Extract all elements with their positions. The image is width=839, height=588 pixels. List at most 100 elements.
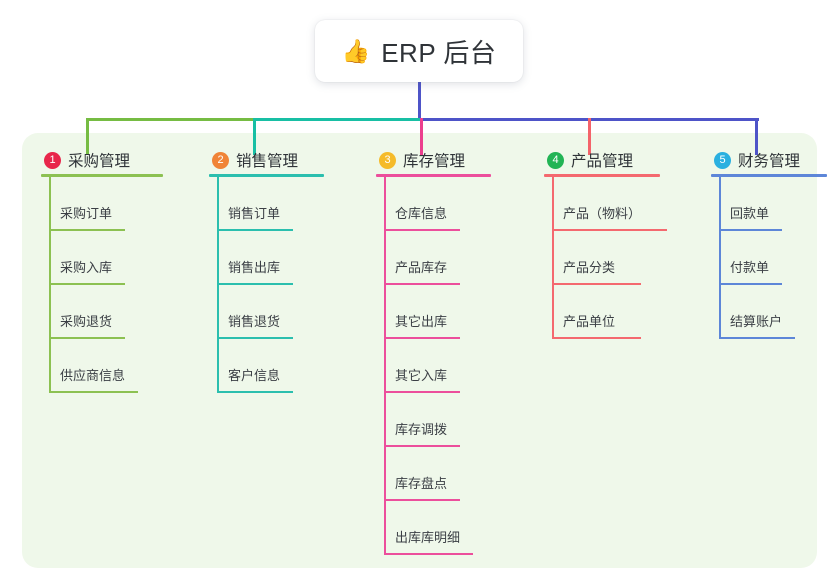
menu-item-rule <box>384 445 460 447</box>
category-header-rule <box>209 174 324 177</box>
menu-item[interactable]: 付款单 <box>698 231 800 285</box>
menu-item[interactable]: 结算账户 <box>698 285 800 339</box>
category-header-rule <box>41 174 163 177</box>
category-items-purchasing: 采购订单采购入库采购退货供应商信息 <box>28 177 138 393</box>
menu-item-rule <box>719 283 782 285</box>
menu-item-rule <box>49 229 125 231</box>
menu-item-label: 其它出库 <box>395 314 448 329</box>
category-header-rule <box>711 174 827 177</box>
menu-item-label: 供应商信息 <box>60 368 126 383</box>
menu-item-label: 销售订单 <box>228 206 281 221</box>
menu-item-label: 产品单位 <box>563 314 616 329</box>
menu-item-rule <box>49 337 125 339</box>
menu-item-label: 回款单 <box>730 206 770 221</box>
category-title: 财务管理 <box>738 153 801 170</box>
category-number-badge: 1 <box>44 151 61 169</box>
chart-background-panel <box>22 133 817 568</box>
menu-item[interactable]: 其它入库 <box>363 339 465 393</box>
menu-item-label: 付款单 <box>730 260 770 275</box>
menu-item-rule <box>217 391 293 393</box>
category-spine <box>49 177 51 393</box>
menu-item-label: 销售出库 <box>228 260 281 275</box>
menu-item-label: 库存盘点 <box>395 476 448 491</box>
connector-bar-segment-2 <box>253 118 423 121</box>
menu-item-rule <box>384 337 460 339</box>
menu-item-rule <box>552 229 667 231</box>
menu-item-label: 出库库明细 <box>395 530 461 545</box>
menu-item[interactable]: 回款单 <box>698 177 800 231</box>
menu-item-label: 结算账户 <box>730 314 783 329</box>
category-number-badge: 2 <box>212 151 229 169</box>
menu-item-label: 采购订单 <box>60 206 113 221</box>
menu-item-label: 采购入库 <box>60 260 113 275</box>
menu-item-rule <box>217 283 293 285</box>
category-title: 销售管理 <box>236 153 299 170</box>
menu-item[interactable]: 供应商信息 <box>28 339 138 393</box>
menu-item[interactable]: 其它出库 <box>363 285 465 339</box>
category-items-finance: 回款单付款单结算账户 <box>698 177 800 339</box>
category-items-product: 产品（物料） 产品分类产品单位 <box>531 177 667 339</box>
menu-item-rule <box>719 337 795 339</box>
category-number-badge: 4 <box>547 151 564 169</box>
connector-drop-5 <box>755 118 758 155</box>
menu-item[interactable]: 采购订单 <box>28 177 130 231</box>
menu-item-rule <box>719 229 782 231</box>
menu-item[interactable]: 采购入库 <box>28 231 130 285</box>
category-header-rule <box>376 174 491 177</box>
menu-item[interactable]: 产品单位 <box>531 285 641 339</box>
connector-drop-1 <box>86 118 89 155</box>
connector-bar-segment-1 <box>86 118 256 121</box>
menu-item[interactable]: 出库库明细 <box>363 501 473 555</box>
category-spine <box>719 177 721 339</box>
category-column-product: 4 产品管理产品（物料） 产品分类产品单位 <box>531 147 667 339</box>
menu-item[interactable]: 库存调拨 <box>363 393 465 447</box>
menu-item-label: 销售退货 <box>228 314 281 329</box>
menu-item-rule <box>552 337 641 339</box>
category-items-sales: 销售订单销售出库销售退货客户信息 <box>196 177 298 393</box>
connector-root-stem <box>418 80 421 121</box>
category-header-sales[interactable]: 2 销售管理 <box>196 147 324 177</box>
root-node-content: 👍 ERP 后台 <box>342 33 497 70</box>
category-spine <box>552 177 554 339</box>
menu-item-rule <box>552 283 641 285</box>
root-node-erp-backend[interactable]: 👍 ERP 后台 <box>315 20 523 82</box>
menu-item[interactable]: 销售退货 <box>196 285 298 339</box>
menu-item-label: 仓库信息 <box>395 206 448 221</box>
menu-item-rule <box>49 391 138 393</box>
menu-item[interactable]: 销售出库 <box>196 231 298 285</box>
category-column-sales: 2 销售管理销售订单销售出库销售退货客户信息 <box>196 147 324 393</box>
menu-item[interactable]: 产品（物料） <box>531 177 667 231</box>
menu-item[interactable]: 客户信息 <box>196 339 298 393</box>
menu-item[interactable]: 产品分类 <box>531 231 641 285</box>
menu-item[interactable]: 销售订单 <box>196 177 298 231</box>
category-title: 库存管理 <box>403 153 466 170</box>
category-header-product[interactable]: 4 产品管理 <box>531 147 660 177</box>
menu-item-label: 库存调拨 <box>395 422 448 437</box>
menu-item-rule <box>217 337 293 339</box>
category-spine <box>217 177 219 393</box>
menu-item-rule <box>384 499 460 501</box>
menu-item-label: 其它入库 <box>395 368 448 383</box>
category-title: 产品管理 <box>571 153 634 170</box>
menu-item[interactable]: 采购退货 <box>28 285 130 339</box>
menu-item-rule <box>217 229 293 231</box>
menu-item-label: 产品分类 <box>563 260 616 275</box>
menu-item-rule <box>384 229 460 231</box>
category-items-inventory: 仓库信息产品库存其它出库其它入库库存调拨库存盘点出库库明细 <box>363 177 473 555</box>
category-header-purchasing[interactable]: 1 采购管理 <box>28 147 163 177</box>
menu-item-label: 采购退货 <box>60 314 113 329</box>
menu-item-rule <box>384 391 460 393</box>
menu-item[interactable]: 仓库信息 <box>363 177 465 231</box>
connector-drop-2 <box>253 118 256 155</box>
menu-item[interactable]: 库存盘点 <box>363 447 465 501</box>
menu-item[interactable]: 产品库存 <box>363 231 465 285</box>
menu-item-label: 产品（物料） <box>563 206 642 221</box>
category-header-rule <box>544 174 660 177</box>
thumbs-up-icon: 👍 <box>341 37 371 64</box>
category-title: 采购管理 <box>68 153 131 170</box>
category-column-purchasing: 1 采购管理采购订单采购入库采购退货供应商信息 <box>28 147 163 393</box>
